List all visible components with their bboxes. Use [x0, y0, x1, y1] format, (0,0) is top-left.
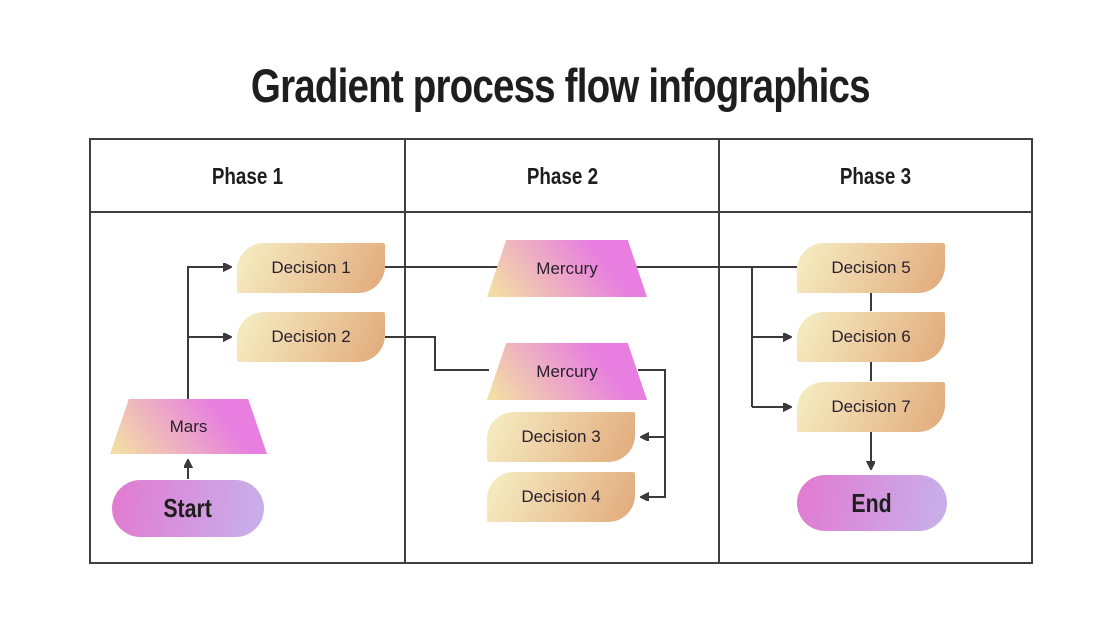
node-mercury-1: Mercury — [487, 240, 647, 297]
node-decision-4: Decision 4 — [487, 472, 635, 522]
header-divider — [91, 211, 1031, 213]
node-decision-7: Decision 7 — [797, 382, 945, 432]
phase-table: Phase 1 Phase 2 Phase 3 — [89, 138, 1033, 564]
column-header-phase-3: Phase 3 — [720, 140, 1031, 213]
node-decision-5-label: Decision 5 — [831, 258, 911, 277]
node-decision-1: Decision 1 — [237, 243, 385, 293]
edge-mercury2-decision4 — [638, 369, 666, 497]
node-decision-1-label: Decision 1 — [271, 258, 351, 277]
page-title-text: Gradient process flow infographics — [250, 59, 871, 112]
node-decision-3: Decision 3 — [487, 412, 635, 462]
node-decision-2-label: Decision 2 — [271, 327, 351, 346]
node-decision-6-label: Decision 6 — [831, 327, 911, 346]
node-decision-6: Decision 6 — [797, 312, 945, 362]
column-divider-1 — [404, 140, 406, 562]
node-mars-label: Mars — [169, 416, 208, 436]
column-header-phase-1: Phase 1 — [91, 140, 404, 213]
node-decision-2: Decision 2 — [237, 312, 385, 362]
node-mars: Mars — [110, 399, 267, 454]
node-end: End — [797, 475, 947, 531]
node-start: Start — [112, 480, 264, 537]
phase-2-label: Phase 2 — [526, 163, 598, 189]
node-end-label: End — [851, 487, 893, 518]
phase-1-label: Phase 1 — [211, 163, 284, 189]
node-start-label: Start — [163, 493, 213, 523]
column-header-phase-2: Phase 2 — [406, 140, 718, 213]
phase-3-label: Phase 3 — [839, 163, 912, 189]
edge-decision2-mercury2 — [385, 336, 489, 371]
node-decision-4-label: Decision 4 — [521, 487, 601, 506]
page-title: Gradient process flow infographics — [0, 58, 1120, 113]
node-decision-3-label: Decision 3 — [521, 427, 601, 446]
node-mercury-1-label: Mercury — [536, 258, 598, 278]
node-mercury-2-label: Mercury — [536, 361, 598, 381]
edge-mars-decision1 — [187, 267, 230, 399]
node-mercury-2: Mercury — [487, 343, 647, 400]
column-divider-2 — [718, 140, 720, 562]
node-decision-7-label: Decision 7 — [831, 397, 911, 416]
node-decision-5: Decision 5 — [797, 243, 945, 293]
